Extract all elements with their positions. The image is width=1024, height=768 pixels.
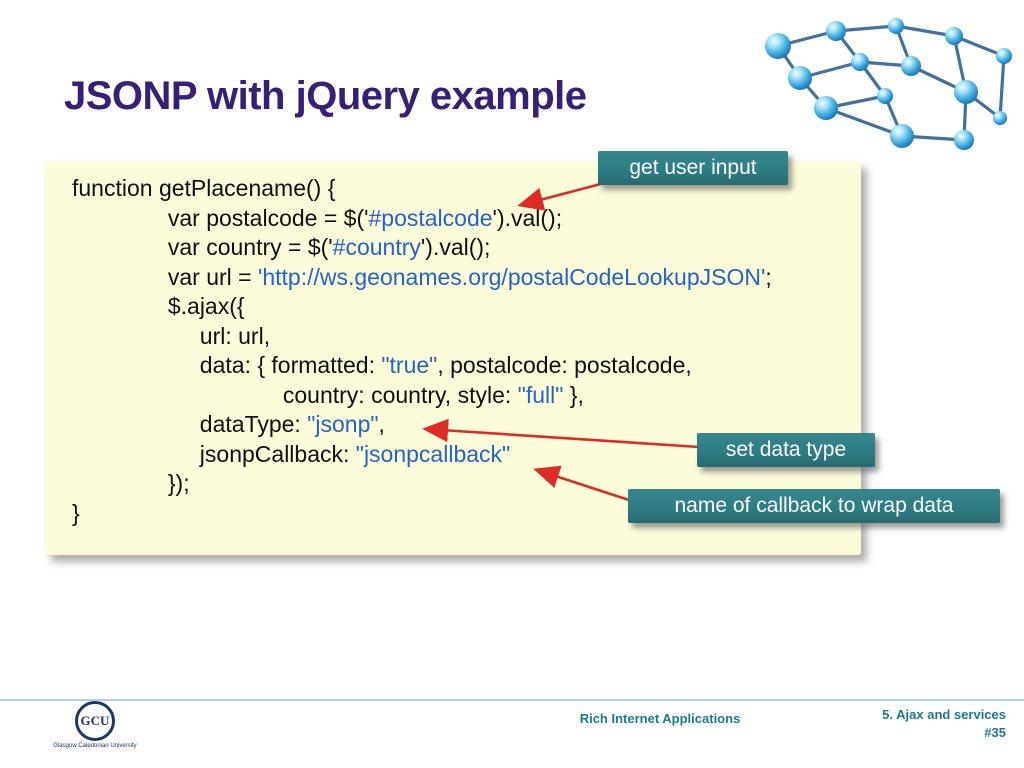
callout-set-data-type: set data type [697,433,875,467]
footer-divider [0,699,1024,701]
code-line: }); [72,469,845,499]
code-text: dataType: [72,411,308,437]
code-text: var url = [72,263,258,290]
code-line: url: url, [72,322,845,352]
callout-name-of-callback: name of callback to wrap data [628,489,1000,523]
code-text: $.ajax({ [72,293,245,319]
code-text: country: country, style: [72,381,518,408]
code-line: var postalcode = $('#postalcode').val(); [72,204,845,234]
code-line: function getPlacename() { [72,174,845,204]
code-text: jsonpCallback: [72,440,356,467]
code-text: url: url, [72,322,271,349]
code-block: function getPlacename() { var postalcode… [72,174,845,528]
code-string: #country [332,234,421,260]
code-string: 'http://ws.geonames.org/postalCodeLookup… [257,263,766,290]
code-text: ').val(); [420,234,491,260]
gcu-logo-caption: Glasgow Caledonian University [53,743,137,749]
code-text: , postalcode: postalcode, [437,352,692,378]
code-text: var postalcode = $(' [72,204,369,231]
code-text: ; [765,263,772,290]
code-line: $.ajax({ [72,292,845,322]
code-line: dataType: "jsonp", [72,410,845,440]
code-text: data: { formatted: [72,352,382,378]
code-text: , [378,411,385,437]
slide-title: JSONP with jQuery example [64,74,587,118]
footer-section: 5. Ajax and services [882,707,1006,722]
code-string: "true" [381,352,438,378]
gcu-logo-acronym: GCU [75,701,115,741]
code-string: #postalcode [368,204,493,231]
code-text: }); [72,470,190,496]
code-text: } [72,499,80,526]
network-graphic [765,18,1012,150]
code-line: } [72,499,845,529]
footer-page-number: #35 [984,725,1006,740]
code-line: data: { formatted: "true", postalcode: p… [72,351,845,381]
code-panel: function getPlacename() { var postalcode… [45,161,861,555]
code-line: var url = 'http://ws.geonames.org/postal… [72,263,845,293]
gcu-logo: GCU Glasgow Caledonian University [50,701,140,750]
callout-get-user-input: get user input [598,151,788,185]
footer-course-title: Rich Internet Applications [579,711,741,726]
code-text: var country = $(' [72,234,333,260]
code-string: "jsonp" [307,411,379,437]
code-text: ').val(); [492,204,563,231]
code-string: "jsonpcallback" [355,440,511,467]
network-nodes [765,18,1012,150]
code-string: "full" [517,381,564,408]
footer-section-block: 5. Ajax and services #35 [882,706,1006,742]
code-text: }, [563,381,584,408]
code-line: country: country, style: "full" }, [72,381,845,411]
code-line: var country = $('#country').val(); [72,233,845,263]
code-text: function getPlacename() { [72,175,336,201]
